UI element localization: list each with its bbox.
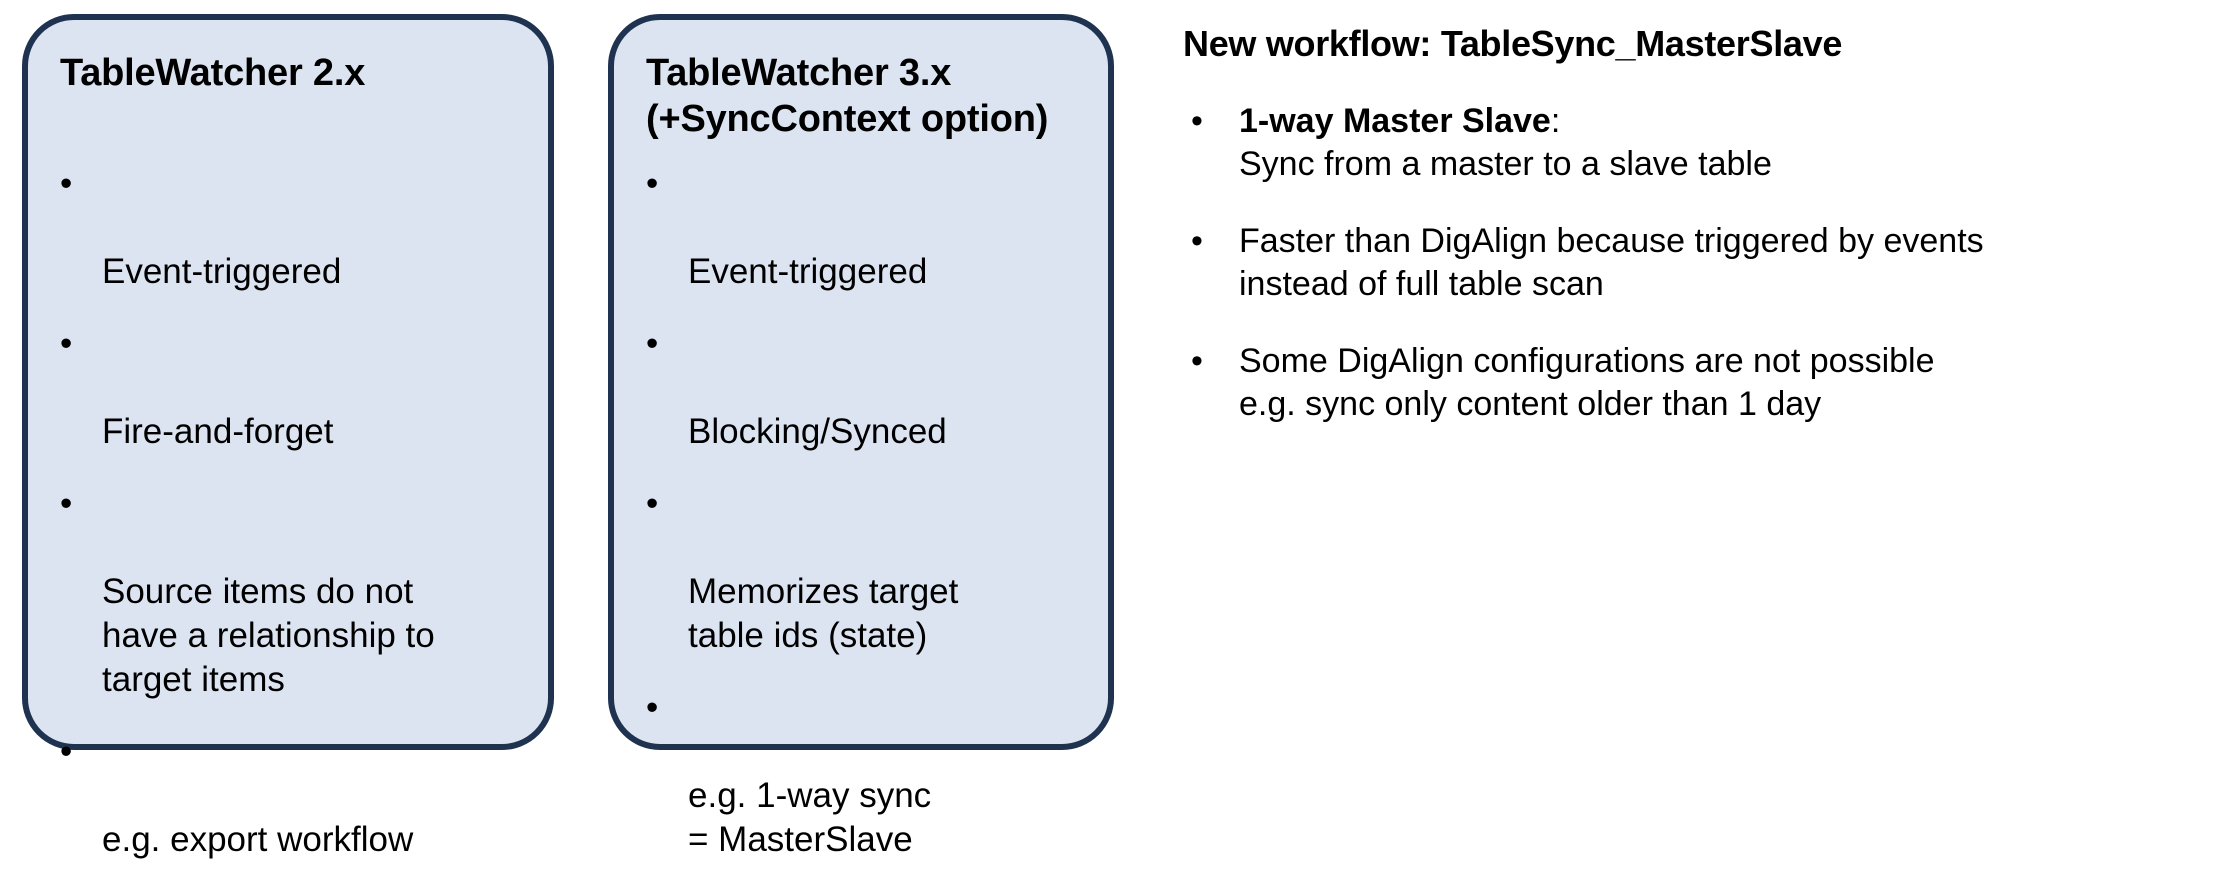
bullet-icon: •: [1191, 222, 1203, 260]
card-title: TableWatcher 3.x (+SyncContext option): [646, 52, 1049, 140]
list-item-label: e.g. 1-way sync = MasterSlave: [688, 776, 932, 859]
list-item-label: Event-triggered: [102, 252, 342, 291]
list-item-label: Fire-and-forget: [102, 412, 334, 451]
list-item-label: Event-triggered: [688, 252, 928, 291]
card-bullet-list: • Event-triggered • Blocking/Synced • Me…: [638, 162, 1092, 890]
note-body-label: Some DigAlign configurations are not pos…: [1239, 342, 1935, 423]
list-item-label: e.g. export workflow: [102, 820, 414, 859]
bullet-icon: •: [60, 324, 73, 363]
list-item: • e.g. 1-way sync = MasterSlave: [638, 686, 1092, 862]
comparison-card-tablewatcher-2x: TableWatcher 2.x • Event-triggered • Fir…: [22, 14, 554, 859]
list-item: • Fire-and-forget: [52, 322, 532, 454]
list-item: • Memorizes target table ids (state): [638, 482, 1092, 658]
bullet-icon: •: [646, 688, 659, 727]
list-item-label: Blocking/Synced: [688, 412, 947, 451]
bullet-icon: •: [60, 164, 73, 203]
notes-bullet-list: • 1-way Master Slave: Sync from a master…: [1183, 100, 2213, 426]
note-lead-suffix: :: [1550, 102, 1561, 140]
list-item: • Blocking/Synced: [638, 322, 1092, 454]
bullet-icon: •: [60, 484, 73, 523]
list-item: • Event-triggered: [638, 162, 1092, 294]
bullet-icon: •: [646, 164, 659, 203]
list-item: • Source items do not have a relationshi…: [52, 482, 532, 702]
note-lead-label: 1-way Master Slave: [1239, 102, 1551, 140]
list-item: • Some DigAlign configurations are not p…: [1183, 340, 2213, 426]
note-body-label: Faster than DigAlign because triggered b…: [1239, 222, 1984, 303]
list-item-label: Source items do not have a relationship …: [102, 572, 435, 699]
card-title: TableWatcher 2.x: [60, 52, 366, 94]
comparison-card-tablewatcher-3x: TableWatcher 3.x (+SyncContext option) •…: [608, 14, 1114, 859]
note-body-label: Sync from a master to a slave table: [1239, 145, 1772, 183]
notes-panel: New workflow: TableSync_MasterSlave • 1-…: [1183, 22, 2213, 460]
list-item-label: Memorizes target table ids (state): [688, 572, 959, 655]
card-bullet-list: • Event-triggered • Fire-and-forget • So…: [52, 162, 532, 890]
list-item: • Faster than DigAlign because triggered…: [1183, 220, 2213, 306]
list-item: • e.g. export workflow: [52, 730, 532, 862]
notes-heading: New workflow: TableSync_MasterSlave: [1183, 23, 1843, 64]
bullet-icon: •: [1191, 342, 1203, 380]
list-item: • Event-triggered: [52, 162, 532, 294]
bullet-icon: •: [1191, 102, 1203, 140]
bullet-icon: •: [60, 732, 73, 771]
bullet-icon: •: [646, 484, 659, 523]
list-item: • 1-way Master Slave: Sync from a master…: [1183, 100, 2213, 186]
bullet-icon: •: [646, 324, 659, 363]
